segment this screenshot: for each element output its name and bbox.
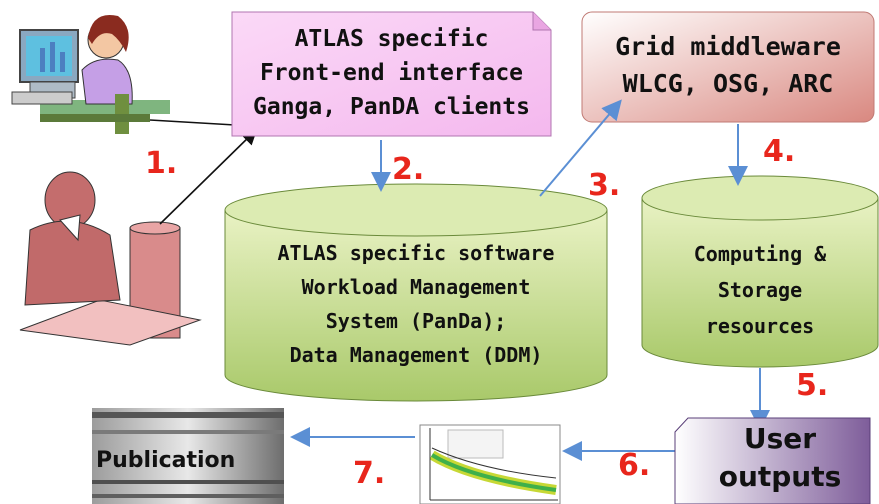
grid-line-1: Grid middleware xyxy=(615,32,841,61)
researcher-to-frontend-arrow xyxy=(159,128,258,225)
step-2: 2. xyxy=(392,152,425,187)
researcher-icon xyxy=(19,171,202,346)
frontend-line-1: ATLAS specific xyxy=(294,26,489,52)
computing-cylinder xyxy=(641,175,879,368)
newspaper-stack-icon xyxy=(92,408,284,504)
step-6: 6. xyxy=(618,448,651,483)
computing-line-1: Computing & xyxy=(693,242,827,266)
atlas-software-text: ATLAS specific software Workload Managem… xyxy=(225,236,607,372)
frontend-fold xyxy=(532,12,551,31)
software-line-3: System (PanDa); xyxy=(325,309,507,333)
step-3: 3. xyxy=(588,168,621,203)
computing-text: Computing & Storage resources xyxy=(642,236,878,344)
grid-middleware-box: Grid middleware WLCG, OSG, ARC xyxy=(582,28,874,102)
computing-line-2: Storage xyxy=(717,278,803,302)
software-line-1: ATLAS specific software xyxy=(277,241,555,265)
user-outputs-shape xyxy=(674,417,871,504)
frontend-box: ATLAS specific Front-end interface Ganga… xyxy=(232,22,551,124)
step-5: 5. xyxy=(796,368,829,403)
user-outputs-line-1: User xyxy=(743,422,817,455)
atlas-software-cylinder xyxy=(224,183,608,402)
grid-line-2: WLCG, OSG, ARC xyxy=(622,69,834,98)
software-line-4: Data Management (DDM) xyxy=(289,343,543,367)
user-outputs-line-2: outputs xyxy=(718,460,842,493)
frontend-line-3: Ganga, PanDA clients xyxy=(253,94,530,120)
frontend-box-shape xyxy=(231,11,552,137)
step-7: 7. xyxy=(353,456,386,491)
step-4: 4. xyxy=(763,134,796,169)
results-plot-thumbnail xyxy=(419,424,561,504)
computer-user-icon xyxy=(11,14,170,134)
user-outputs-text: User outputs xyxy=(690,420,870,496)
software-line-2: Workload Management xyxy=(301,275,531,299)
computing-line-3: resources xyxy=(705,314,815,338)
grid-box-shape xyxy=(581,11,875,123)
frontend-line-2: Front-end interface xyxy=(259,60,524,86)
publication-label: Publication xyxy=(96,448,236,473)
step-1: 1. xyxy=(145,146,178,181)
software-to-grid-arrow xyxy=(539,99,622,197)
